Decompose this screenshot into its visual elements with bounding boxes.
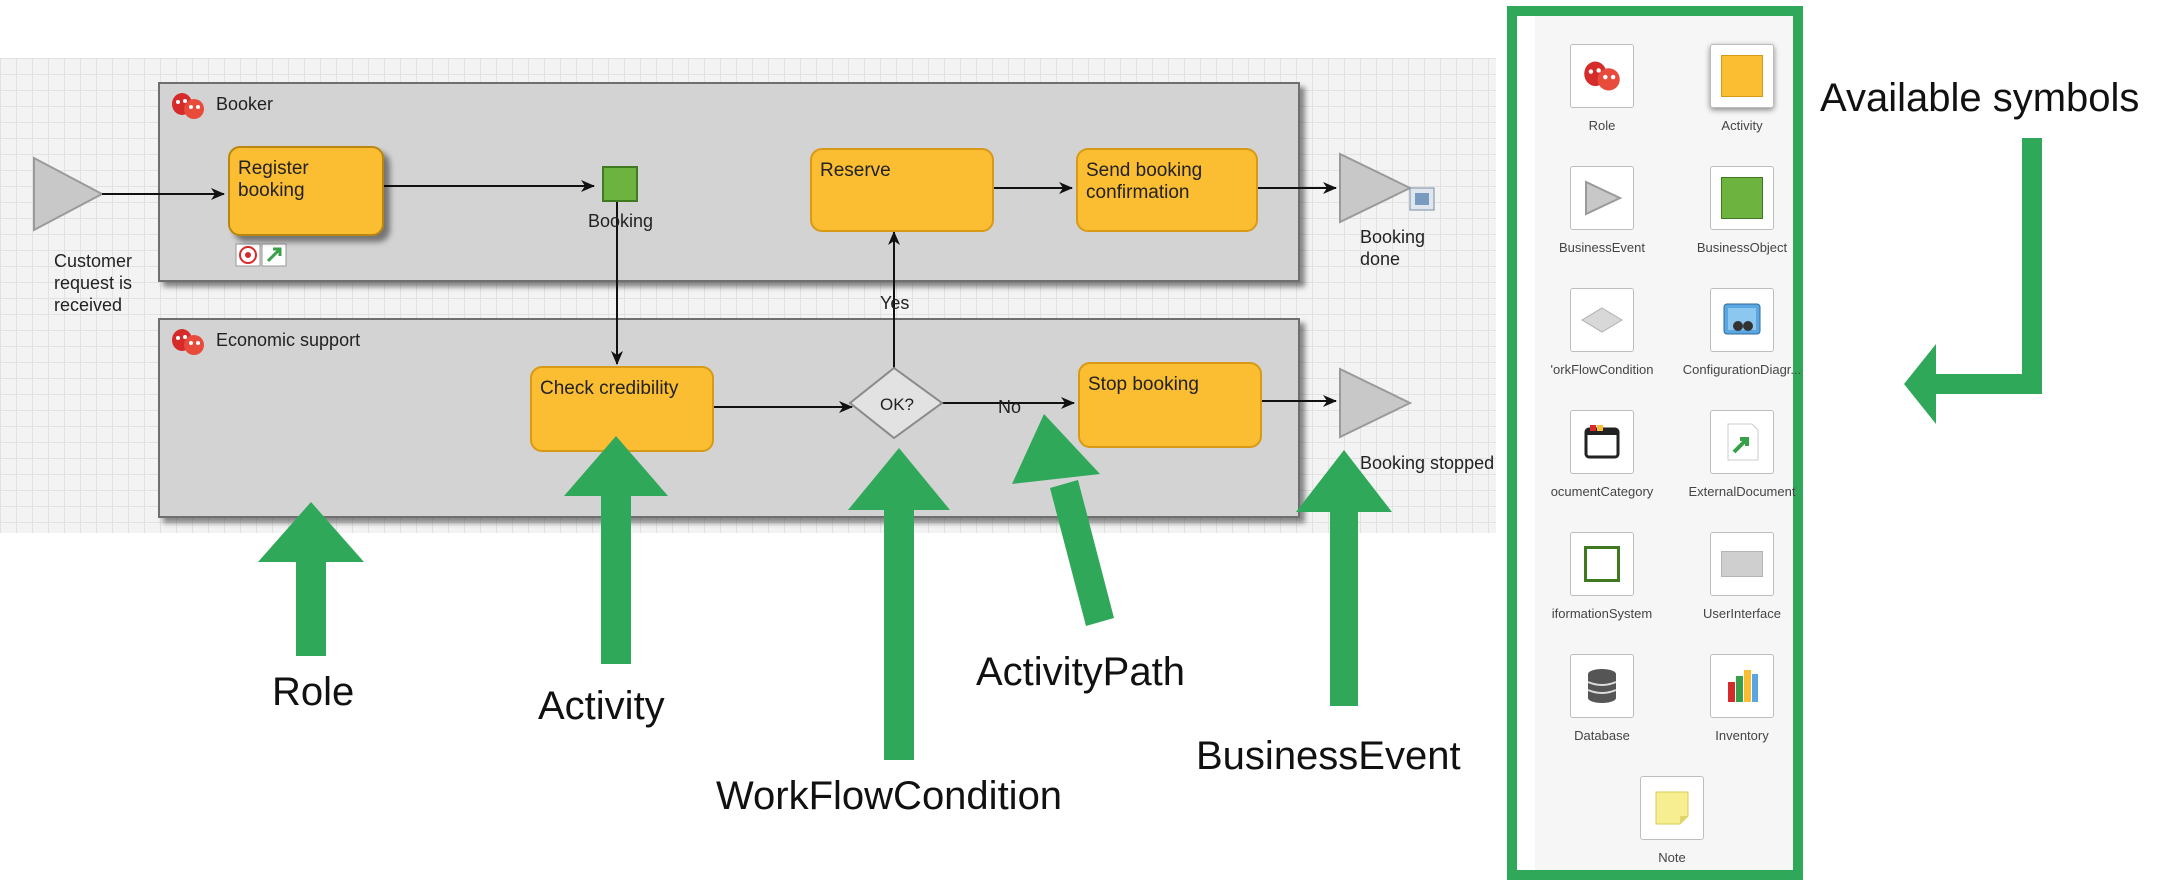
start-event-shape [33, 156, 105, 232]
workflow-condition-icon [1570, 288, 1634, 352]
palette-item-label: Database [1574, 728, 1630, 743]
activity-send-booking-confirmation[interactable]: Send booking confirmation [1076, 148, 1258, 232]
up-arrow-icon [848, 448, 950, 760]
up-arrow-icon [258, 502, 364, 656]
activity-stop-booking[interactable]: Stop booking [1078, 362, 1262, 448]
palette-item-label: Inventory [1715, 728, 1769, 743]
activity-check-credibility[interactable]: Check credibility [530, 366, 714, 452]
palette-item-role[interactable]: Role [1532, 44, 1672, 133]
palette-item-label: ocumentCategory [1550, 484, 1654, 499]
annotation-available-symbols: Available symbols [1820, 76, 2140, 120]
palette-item-external-document[interactable]: ExternalDocument [1672, 410, 1812, 499]
diagram-connectors [33, 152, 1435, 440]
workflow-condition-shape [848, 366, 944, 440]
end-event-done-shape [1339, 152, 1413, 224]
palette-item-workflow-condition[interactable]: 'orkFlowCondition [1532, 288, 1672, 377]
information-system-icon [1570, 532, 1634, 596]
palette-item-label: 'orkFlowCondition [1550, 362, 1654, 377]
palette-item-business-object[interactable]: BusinessObject [1672, 166, 1812, 255]
up-arrow-icon [564, 436, 668, 664]
end-event-done-label: Booking done [1360, 227, 1426, 269]
lane-label-economic-support: Economic support [216, 330, 361, 350]
business-object-label: Booking [588, 211, 654, 231]
role-icon [1570, 44, 1634, 108]
business-event-icon [1570, 166, 1634, 230]
palette-item-label: ConfigurationDiagr... [1682, 362, 1802, 377]
business-object-icon [1710, 166, 1774, 230]
activity-icon [1710, 44, 1774, 108]
annotation-workflow-condition: WorkFlowCondition [716, 774, 1063, 818]
palette-item-label: ExternalDocument [1688, 484, 1796, 499]
palette-item-business-event[interactable]: BusinessEvent [1532, 166, 1672, 255]
palette-item-inventory[interactable]: Inventory [1672, 654, 1812, 743]
palette-item-note[interactable]: Note [1602, 776, 1742, 865]
user-interface-icon [1710, 532, 1774, 596]
corner-arrow-icon [1904, 138, 2042, 424]
palette-item-document-category[interactable]: ocumentCategory [1532, 410, 1672, 499]
up-arrow-icon [1296, 450, 1392, 706]
annotation-role: Role [272, 670, 355, 714]
start-event-label: Customer request is received [54, 251, 133, 315]
path-label-yes: Yes [880, 293, 910, 313]
configuration-diagram-icon [1409, 187, 1435, 211]
palette-item-activity[interactable]: Activity [1672, 44, 1812, 133]
annotation-business-event: BusinessEvent [1196, 734, 1461, 778]
lane-label-booker: Booker [216, 94, 274, 114]
business-object-shape [602, 166, 638, 202]
note-icon [1640, 776, 1704, 840]
inventory-icon [1710, 654, 1774, 718]
end-event-stopped-shape [1339, 367, 1413, 439]
external-link-icon [261, 243, 287, 267]
palette-item-label: BusinessEvent [1559, 240, 1645, 255]
palette-item-configuration-diagram[interactable]: ConfigurationDiagr... [1672, 288, 1812, 377]
palette-item-database[interactable]: Database [1532, 654, 1672, 743]
palette-item-user-interface[interactable]: UserInterface [1672, 532, 1812, 621]
palette-item-label: Role [1588, 118, 1616, 133]
palette-list: Role Activity BusinessEvent BusinessObje… [1532, 16, 1801, 870]
configuration-diagram-icon [1710, 288, 1774, 352]
palette-item-label: BusinessObject [1696, 240, 1788, 255]
path-label-no: No [998, 397, 1022, 417]
palette-item-label: Note [1658, 850, 1686, 865]
palette-item-label: iformationSystem [1551, 606, 1653, 621]
palette-item-information-system[interactable]: iformationSystem [1532, 532, 1672, 621]
annotation-activity: Activity [538, 684, 665, 728]
target-icon [235, 243, 261, 267]
activity-reserve[interactable]: Reserve [810, 148, 994, 232]
workflow-condition-label: OK? [880, 395, 915, 414]
annotation-activity-path: ActivityPath [976, 650, 1185, 694]
role-icon [172, 93, 204, 119]
activity-register-booking[interactable]: Register booking [228, 146, 384, 236]
external-document-icon [1710, 410, 1774, 474]
end-event-stopped-label: Booking stopped [1360, 453, 1495, 473]
palette-item-label: UserInterface [1702, 606, 1782, 621]
palette-item-label: Activity [1721, 118, 1763, 133]
symbol-palette: Role Activity BusinessEvent BusinessObje… [1507, 6, 1803, 880]
document-category-icon [1570, 410, 1634, 474]
up-arrow-icon [1012, 414, 1114, 626]
role-icon [172, 329, 204, 355]
database-icon [1570, 654, 1634, 718]
